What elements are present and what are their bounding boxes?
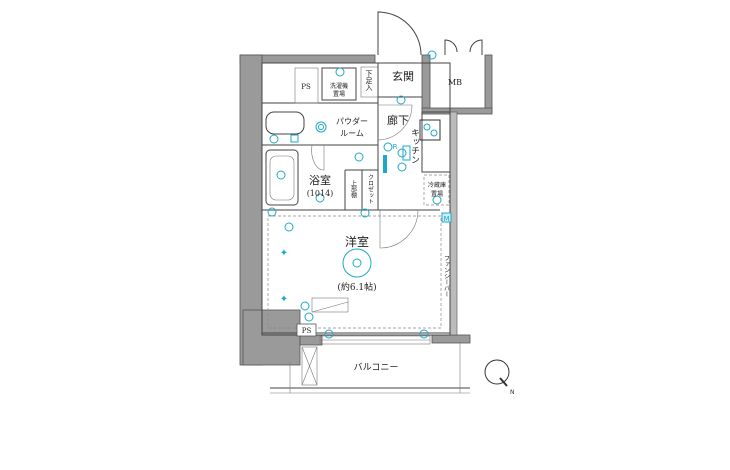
bath-label: 浴室 xyxy=(309,173,331,187)
mb-label: MB xyxy=(448,78,462,87)
ps-bottom-label: PS xyxy=(302,327,312,335)
north-compass-icon: N xyxy=(484,359,515,396)
walls xyxy=(239,54,493,366)
powder-room-label-1: パウダー xyxy=(336,116,368,126)
hallway-label: 廊下 xyxy=(387,113,409,127)
room-labels: PS 洗濯機 置場 下足入 玄関 MB パウダー ルーム 廊下 キッチン 浴室 … xyxy=(296,69,462,373)
doors xyxy=(311,11,483,249)
meter-label: M xyxy=(443,215,449,223)
western-room-size-label: (約6.1帖) xyxy=(337,281,376,293)
interior-lines xyxy=(261,62,470,394)
bath-size-label: (1014) xyxy=(307,189,334,198)
entrance-label: 玄関 xyxy=(392,69,414,83)
closet-label: クロゼット xyxy=(367,174,374,204)
fridge-r-label: R xyxy=(393,143,398,151)
ps-top-label: PS xyxy=(301,83,311,91)
fridge-label-2: 置場 xyxy=(431,190,443,198)
balcony-label: バルコニー xyxy=(354,362,399,373)
fridge-label-1: 冷蔵庫 xyxy=(428,181,446,189)
upper-shelf-label: 上部棚 xyxy=(350,179,357,199)
kitchen-label: キッチン xyxy=(409,128,420,164)
washer-label-2: 置場 xyxy=(333,90,345,98)
western-room-label: 洋室 xyxy=(345,234,369,249)
equipment-symbols: ✦ ✦ M R xyxy=(267,50,452,339)
fancy-bar-label: ファンシーバー xyxy=(443,255,450,297)
shoe-storage-label: 下足入 xyxy=(365,70,373,91)
powder-room-label-2: ルーム xyxy=(340,129,364,138)
svg-text:✦: ✦ xyxy=(280,294,288,305)
north-label: N xyxy=(510,389,515,396)
svg-text:✦: ✦ xyxy=(280,248,288,259)
washer-label-1: 洗濯機 xyxy=(330,82,348,90)
